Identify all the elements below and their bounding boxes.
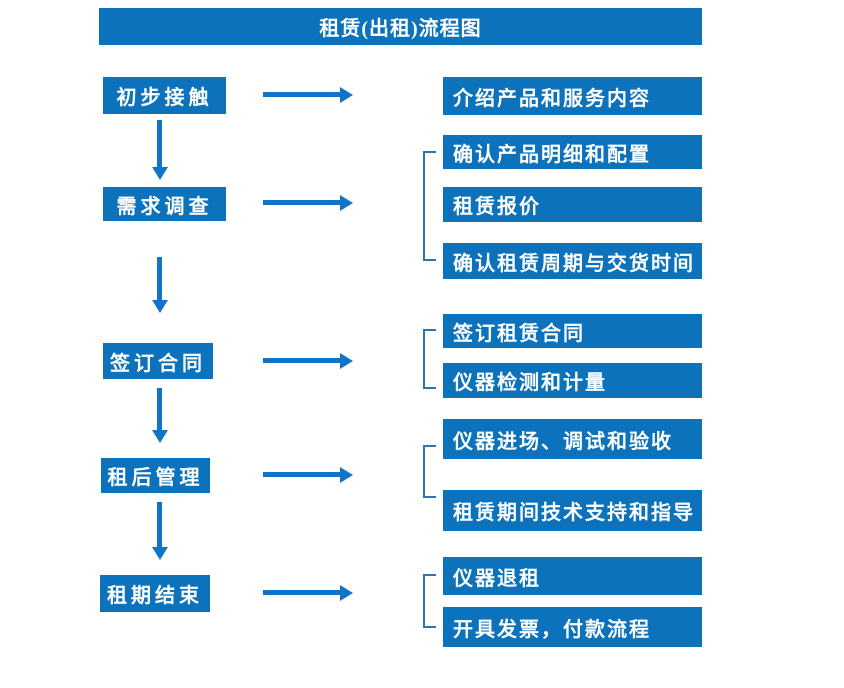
detail-box-confirm-rental-period-delivery: 确认租赁周期与交货时间: [443, 243, 702, 279]
detail-box-invoice-payment-process: 开具发票，付款流程: [443, 607, 702, 647]
diagram-title: 租赁(出租)流程图: [319, 18, 482, 40]
down-arrow-2-icon: [152, 257, 168, 313]
diagram-title-bar: 租赁(出租)流程图: [99, 8, 702, 45]
arrow-head: [340, 585, 353, 601]
stage-box-contract-signing: 签订合同: [103, 343, 213, 379]
stage-box-rental-period-end: 租期结束: [100, 575, 210, 612]
arrow-head: [152, 430, 168, 443]
detail-box-rental-technical-support: 租赁期间技术支持和指导: [443, 490, 702, 531]
group-bracket-demand-survey: [423, 151, 436, 261]
right-arrow-1-icon: [263, 87, 353, 103]
detail-box-sign-rental-contract: 签订租赁合同: [443, 314, 702, 348]
arrow-head: [152, 167, 168, 180]
detail-box-instrument-return: 仪器退租: [443, 557, 702, 595]
group-bracket-post-rental-management: [423, 445, 436, 498]
arrow-head: [340, 353, 353, 369]
arrow-shaft: [157, 502, 162, 547]
arrow-shaft: [157, 120, 162, 167]
detail-box-confirm-product-details: 确认产品明细和配置: [443, 135, 702, 169]
stage-box-initial-contact: 初步接触: [103, 77, 226, 114]
arrow-head: [340, 87, 353, 103]
detail-box-instrument-setup-acceptance: 仪器进场、调试和验收: [443, 419, 702, 459]
stage-box-post-rental-management: 租后管理: [101, 458, 210, 493]
arrow-shaft: [157, 257, 162, 300]
arrow-head: [152, 300, 168, 313]
detail-box-instrument-testing-measurement: 仪器检测和计量: [443, 363, 702, 398]
stage-box-demand-survey: 需求调查: [103, 187, 226, 221]
right-arrow-4-icon: [263, 467, 353, 483]
arrow-shaft: [263, 472, 340, 477]
right-arrow-3-icon: [263, 353, 353, 369]
arrow-head: [340, 195, 353, 211]
arrow-shaft: [263, 358, 340, 363]
detail-box-introduce-products-services: 介绍产品和服务内容: [443, 77, 702, 115]
group-bracket-contract-signing: [423, 329, 436, 389]
down-arrow-3-icon: [152, 388, 168, 443]
arrow-shaft: [263, 200, 340, 205]
detail-box-rental-quotation: 租赁报价: [443, 187, 702, 222]
arrow-shaft: [263, 590, 340, 595]
arrow-head: [340, 467, 353, 483]
group-bracket-rental-period-end: [423, 574, 436, 628]
down-arrow-4-icon: [152, 502, 168, 560]
arrow-shaft: [157, 388, 162, 430]
down-arrow-1-icon: [152, 120, 168, 180]
right-arrow-2-icon: [263, 195, 353, 211]
arrow-shaft: [263, 92, 340, 97]
right-arrow-5-icon: [263, 585, 353, 601]
arrow-head: [152, 547, 168, 560]
